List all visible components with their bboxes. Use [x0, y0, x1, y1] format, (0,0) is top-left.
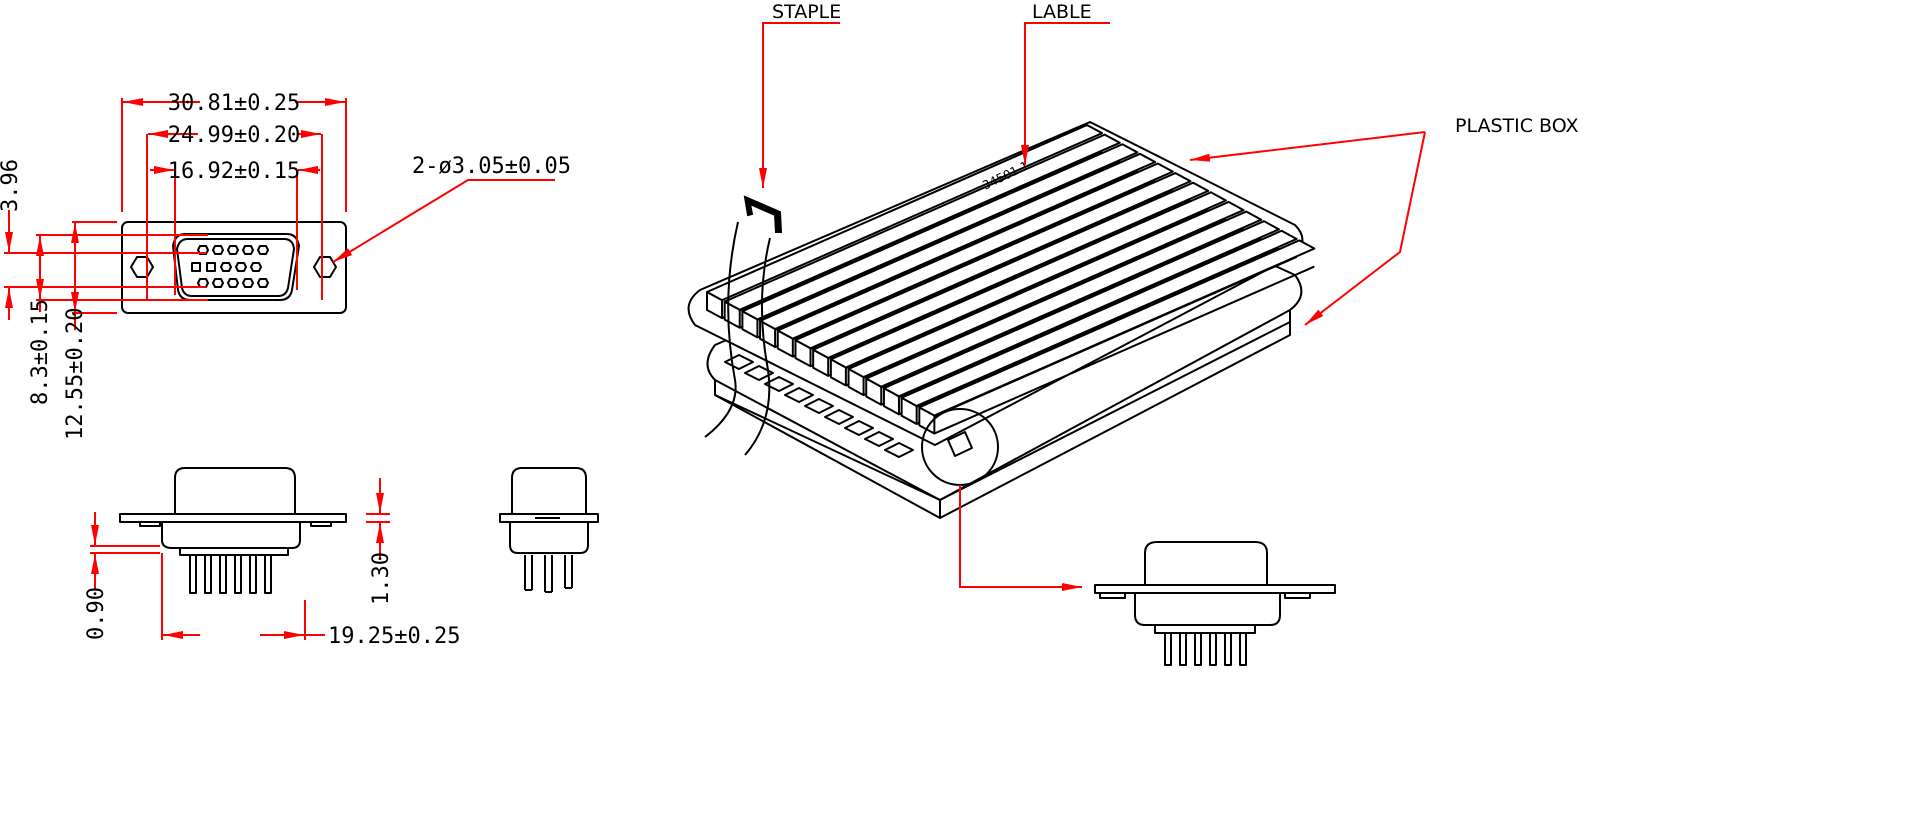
lable-label: LABLE [1032, 1, 1092, 23]
pin-lead [1209, 633, 1217, 666]
pin-lead [234, 555, 242, 594]
top-tray-bars [706, 124, 1316, 435]
tray-bar-top [865, 210, 1263, 388]
staple-label: STAPLE [772, 1, 841, 23]
tray-bar-top [812, 181, 1210, 359]
callouts: STAPLE LABLE PLASTIC BOX [759, 1, 1579, 591]
tray-slot [764, 376, 794, 392]
dim-flange-thickness: 1.30 [369, 552, 394, 605]
dim-hole-callout: 2-ø3.05±0.05 [412, 154, 571, 179]
pin [227, 278, 239, 288]
tray-slot [864, 431, 894, 447]
tray-slot [824, 409, 854, 425]
staple [743, 195, 783, 233]
mounting-hole-right [313, 256, 337, 278]
pin-square [191, 262, 201, 272]
tray-slot [744, 365, 774, 381]
pin-lead [1239, 633, 1247, 666]
tray-bar-top [706, 124, 1104, 302]
tray-bar-top [829, 191, 1227, 369]
dim-overall-width: 30.81±0.25 [168, 91, 300, 116]
tray-bar-top [794, 172, 1192, 350]
tray-slot [804, 398, 834, 414]
tray-bar-top [918, 239, 1316, 417]
pin [257, 278, 269, 288]
pin-lead [1164, 633, 1172, 666]
plastic-box-label: PLASTIC BOX [1455, 115, 1579, 137]
pin-lead [189, 555, 197, 594]
dim-shell-width: 16.92±0.15 [168, 159, 300, 184]
tray-slot [784, 387, 814, 403]
pin [220, 262, 232, 272]
pin-lead [219, 555, 227, 594]
dim-body-offset: 0.90 [84, 587, 109, 640]
pin-lead [1224, 633, 1232, 666]
tray-slot [724, 354, 754, 370]
tray-bar-top [882, 220, 1280, 398]
tray-bar-top [741, 143, 1139, 321]
pin [257, 245, 269, 255]
pin-lead [1179, 633, 1187, 666]
dim-shell-height: 8.3±0.15 [28, 299, 53, 405]
tray-slot [884, 442, 914, 458]
tray-bar-top [900, 229, 1298, 407]
pin [197, 278, 209, 288]
pin-lead [1194, 633, 1202, 666]
pin [235, 262, 247, 272]
tray-bar-top [847, 200, 1245, 379]
tray-bar-side [933, 265, 1315, 435]
tray-bar-top [723, 133, 1121, 311]
tray-bar-top [759, 152, 1157, 331]
pin [227, 245, 239, 255]
mounting-hole-left [130, 256, 154, 278]
end-view [499, 467, 599, 593]
pin [212, 278, 224, 288]
dim-overall-height: 12.55±0.20 [63, 308, 88, 440]
pin [250, 262, 262, 272]
dim-mounting-width: 24.99±0.20 [168, 123, 300, 148]
tray-slot [844, 420, 874, 436]
detail-connector [1094, 541, 1336, 666]
plastic-box-stack: 34501 1 [687, 121, 1316, 519]
pin [212, 245, 224, 255]
pin-lead [249, 555, 257, 594]
side-dimensions: 1.30 0.90 19.25±0.25 [84, 478, 460, 649]
front-dimensions: 30.81±0.25 24.99±0.20 16.92±0.15 2-ø3.05… [0, 91, 571, 440]
side-view [119, 467, 347, 594]
pin-square [206, 262, 216, 272]
dim-pin-span: 19.25±0.25 [328, 624, 460, 649]
pin-lead [264, 555, 272, 594]
bottom-tray-slots [724, 354, 914, 458]
pin [242, 245, 254, 255]
dim-pin-row-offset: 3.96 [0, 159, 23, 212]
pin-lead [204, 555, 212, 594]
tray-bar-top [776, 162, 1174, 340]
pin [242, 278, 254, 288]
